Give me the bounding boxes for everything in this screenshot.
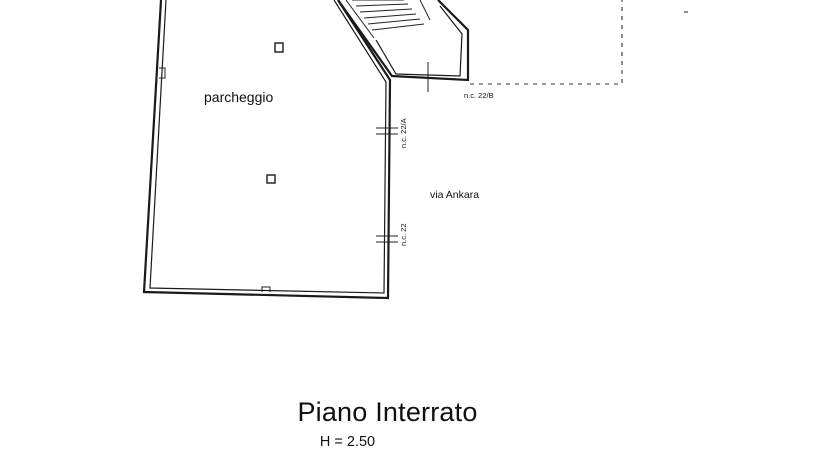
- staircase-landing-wall: [375, 5, 463, 77]
- left-wall-notch: [159, 67, 166, 79]
- door-ticks-upper: [376, 127, 398, 135]
- property-boundary-dashed: [470, 0, 623, 85]
- parking-inner-wall: [149, 0, 387, 294]
- bottom-wall-notch: [261, 286, 271, 292]
- door-ticks-lower: [376, 235, 398, 243]
- staircase-icon: [345, 0, 431, 39]
- pillar-icon: [274, 42, 284, 53]
- civic-number-22a: n.c. 22/A: [399, 118, 408, 148]
- staircase-outline: [337, 0, 470, 82]
- room-label-parcheggio: parcheggio: [204, 89, 274, 105]
- street-label: via Ankara: [430, 189, 480, 201]
- parking-outer-wall: [142, 0, 392, 300]
- plan-height: H = 2.50: [319, 434, 376, 450]
- civic-number-22b: n.c. 22/B: [464, 91, 494, 100]
- pillar-icon: [266, 174, 276, 184]
- civic-number-22: n.c. 22: [399, 223, 408, 246]
- plan-title: Piano Interrato: [297, 397, 478, 427]
